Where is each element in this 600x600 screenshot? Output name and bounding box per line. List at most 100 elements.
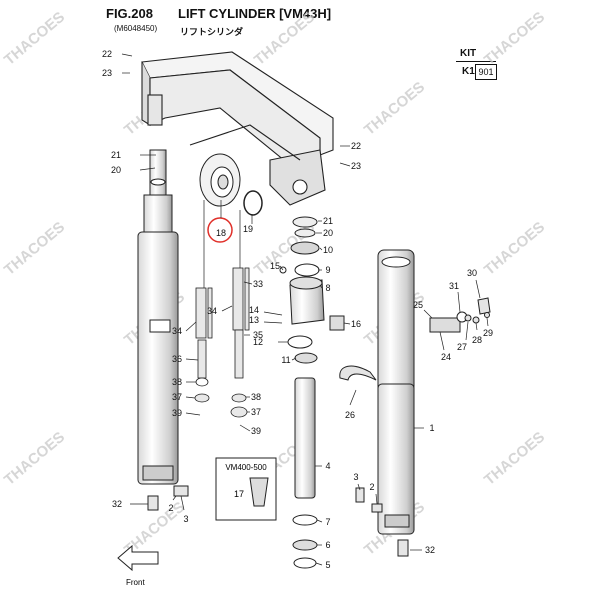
callout-c3a: 3 bbox=[353, 472, 358, 482]
leader-c3b bbox=[180, 495, 185, 511]
leader-c36 bbox=[185, 358, 199, 361]
kit-label: KIT bbox=[460, 48, 477, 59]
leader-c24 bbox=[439, 331, 445, 351]
leader-lines bbox=[121, 53, 489, 566]
callout-c22b: 22 bbox=[351, 141, 361, 151]
figure-title: LIFT CYLINDER [VM43H] bbox=[178, 6, 332, 21]
leader-c5 bbox=[315, 562, 323, 566]
callout-c13: 13 bbox=[249, 315, 259, 325]
leader-c27 bbox=[465, 321, 469, 341]
leader-c16 bbox=[343, 322, 351, 325]
callout-c2b: 2 bbox=[168, 503, 173, 513]
kit-row-value: 901 bbox=[475, 64, 497, 80]
japanese-title: リフトシリンダ bbox=[180, 27, 244, 37]
callout-c8: 8 bbox=[325, 283, 330, 293]
callout-c26: 26 bbox=[345, 410, 355, 420]
leader-c33 bbox=[243, 281, 253, 285]
leader-c39b bbox=[239, 424, 251, 432]
callout-c39a: 39 bbox=[172, 408, 182, 418]
leader-c7 bbox=[316, 519, 323, 523]
watermark-text: THACOES bbox=[481, 219, 548, 279]
crossbeam-bracket bbox=[141, 51, 334, 206]
callout-c25: 25 bbox=[413, 300, 423, 310]
center-piston-assembly bbox=[279, 216, 345, 569]
leader-c2b bbox=[172, 495, 177, 501]
leader-c23b bbox=[339, 162, 351, 167]
right-cylinder bbox=[377, 249, 415, 535]
callout-c19: 19 bbox=[243, 224, 253, 234]
watermark-text: THACOES bbox=[251, 9, 318, 69]
callout-c5: 5 bbox=[325, 560, 330, 570]
callout-c14: 14 bbox=[249, 305, 259, 315]
callout-c33: 33 bbox=[253, 279, 263, 289]
watermark-text: THACOES bbox=[1, 219, 68, 279]
kit-divider bbox=[456, 61, 496, 62]
callout-c9: 9 bbox=[325, 265, 330, 275]
callout-c20a: 20 bbox=[111, 165, 121, 175]
watermark-text: THACOES bbox=[481, 429, 548, 489]
callout-c32b: 32 bbox=[425, 545, 435, 555]
leader-c29 bbox=[486, 317, 489, 327]
callout-c10: 10 bbox=[323, 245, 333, 255]
callout-c37b: 37 bbox=[251, 407, 261, 417]
callout-c1: 1 bbox=[429, 423, 434, 433]
callout-c24: 24 bbox=[441, 352, 451, 362]
callout-c7: 7 bbox=[325, 517, 330, 527]
callout-c23a: 23 bbox=[102, 68, 112, 78]
leader-c20a bbox=[139, 167, 156, 171]
leader-c14 bbox=[263, 311, 283, 316]
kit-row-label: K1 bbox=[462, 66, 475, 77]
hose-and-fittings bbox=[339, 297, 491, 381]
callout-c4: 4 bbox=[325, 461, 330, 471]
leader-c22a bbox=[121, 53, 133, 57]
watermark-text: THACOES bbox=[481, 9, 548, 69]
callout-c18: 18 bbox=[216, 228, 226, 238]
callout-c34b: 34 bbox=[207, 306, 217, 316]
leader-c15 bbox=[279, 265, 284, 271]
callout-c6: 6 bbox=[325, 540, 330, 550]
figure-number: FIG.208 bbox=[106, 6, 153, 21]
inset-vm400-500: VM400-500 17 bbox=[215, 457, 277, 521]
callout-c39b: 39 bbox=[251, 426, 261, 436]
inset-label: VM400-500 bbox=[225, 463, 267, 472]
front-direction-arrow: Front bbox=[117, 544, 159, 587]
callout-c32a: 32 bbox=[112, 499, 122, 509]
callout-c3b: 3 bbox=[183, 514, 188, 524]
callout-c36: 36 bbox=[172, 354, 182, 364]
callout-c23b: 23 bbox=[351, 161, 361, 171]
callout-c22a: 22 bbox=[102, 49, 112, 59]
model-code: (M6048450) bbox=[114, 24, 158, 33]
leader-c10 bbox=[319, 247, 323, 251]
leader-c34a bbox=[185, 321, 197, 332]
callout-c20b: 20 bbox=[323, 228, 333, 238]
watermark-text: THACOES bbox=[1, 429, 68, 489]
inset-part-number: 17 bbox=[234, 489, 244, 499]
watermark-text: THACOES bbox=[361, 79, 428, 139]
leader-c2a bbox=[375, 493, 378, 505]
highlight-circle bbox=[207, 217, 233, 243]
front-label: Front bbox=[126, 578, 145, 587]
callout-c12: 12 bbox=[253, 337, 263, 347]
snap-ring bbox=[243, 190, 263, 216]
callout-c21a: 21 bbox=[111, 150, 121, 160]
callout-c34a: 34 bbox=[172, 326, 182, 336]
watermark-text: THACOES bbox=[1, 9, 68, 69]
callout-c35: 35 bbox=[253, 330, 263, 340]
callout-c2a: 2 bbox=[369, 482, 374, 492]
leader-c30 bbox=[475, 279, 481, 299]
left-cylinder bbox=[137, 149, 179, 485]
leader-c3a bbox=[357, 483, 361, 491]
leader-c39a bbox=[185, 412, 201, 416]
leader-c25 bbox=[423, 309, 433, 319]
callout-c31: 31 bbox=[449, 281, 459, 291]
callout-c28: 28 bbox=[472, 335, 482, 345]
leader-c11 bbox=[291, 357, 297, 361]
leader-c8 bbox=[319, 284, 323, 289]
leader-c34b bbox=[221, 305, 233, 312]
callout-c38a: 38 bbox=[172, 377, 182, 387]
callout-c37a: 37 bbox=[172, 392, 182, 402]
callout-c30: 30 bbox=[467, 268, 477, 278]
leader-c28 bbox=[475, 322, 478, 331]
